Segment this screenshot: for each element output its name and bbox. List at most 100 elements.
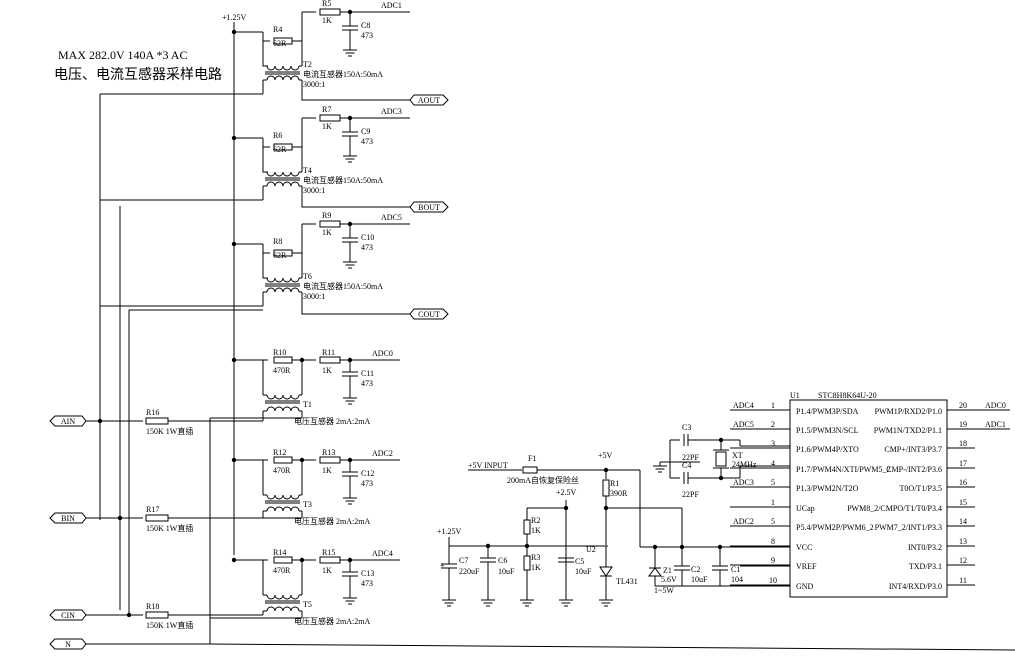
input-resistor (145, 514, 169, 522)
resistor-value: 390R (610, 489, 628, 498)
resistor-ref: R4 (273, 25, 282, 34)
port-ain: AIN (61, 417, 75, 426)
port-ain-shape (49, 415, 87, 427)
port-cin-shape (49, 609, 87, 621)
diode-ref: Z1 (663, 566, 672, 575)
capacitor-value: 22PF (682, 453, 699, 462)
pin-number: 8 (771, 537, 775, 546)
resistor-value: 1K (322, 366, 332, 375)
wire (301, 200, 410, 208)
pin-name: PWM1N/TXD2/P1.1 (874, 426, 942, 435)
burden-resistor (273, 556, 293, 564)
spec-note: MAX 282.0V 140A *3 AC (58, 48, 188, 62)
pin-number: 10 (769, 576, 777, 585)
series-resistor (319, 356, 341, 364)
capacitor-ref: C8 (361, 21, 370, 30)
pin-name: VCC (796, 543, 812, 552)
pin-number: 18 (959, 439, 967, 448)
junction-dot (718, 475, 724, 481)
transformer-primary (266, 506, 300, 512)
pin-number: 1 (771, 498, 775, 507)
resistor-value: 62R (273, 39, 287, 48)
pin-name: GND (796, 582, 814, 591)
capacitor-ref: C1 (731, 565, 740, 574)
resistor-value: 1K (322, 16, 332, 25)
resistor-ref: R12 (273, 448, 286, 457)
mcu-part: STC8H8K64U-20 (818, 391, 877, 400)
capacitor-value: 10uF (691, 575, 708, 584)
transformer-ref: T6 (303, 272, 312, 281)
pin-number: 5 (771, 517, 775, 526)
pin-name: VREF (796, 562, 817, 571)
resistor-ref: R1 (610, 479, 619, 488)
pin-number: 20 (959, 401, 967, 410)
transformer-desc: 电流互感器150A:50mA (303, 175, 383, 185)
pin-name: PWM1P/RXD2/P1.0 (875, 407, 942, 416)
transformer-ref: T4 (303, 166, 312, 175)
capacitor-value: 220uF (459, 567, 480, 576)
polarity-mark: + (440, 561, 445, 570)
resistor-value: 1K (322, 466, 332, 475)
pin-number: 12 (959, 556, 967, 565)
regulator-ref: U2 (586, 545, 596, 554)
transformer-secondary (266, 277, 300, 283)
capacitor-value: 473 (361, 137, 373, 146)
resistor-ref: R7 (322, 105, 331, 114)
capacitor-ref: C10 (361, 233, 374, 242)
capacitor-value: 10uF (498, 567, 515, 576)
resistor-ref: R18 (146, 602, 159, 611)
pin-name: INT4/RXD/P3.0 (889, 582, 942, 591)
capacitor-ref: C11 (361, 369, 374, 378)
resistor-value: 62R (273, 251, 287, 260)
transformer-primary (266, 606, 300, 612)
pin-net-label: ADC2 (733, 517, 754, 526)
resistor-ref: R14 (273, 548, 286, 557)
junction-dot (563, 505, 569, 511)
capacitor-ref: C13 (361, 569, 374, 578)
pin-net-label: ADC1 (985, 420, 1006, 429)
port-n: N (65, 640, 71, 649)
wire (301, 94, 410, 101)
port-cout: COUT (418, 310, 440, 319)
transformer-primary (266, 287, 300, 293)
pin-net-label: ADC3 (733, 478, 754, 487)
adc-net-label: ADC0 (372, 349, 393, 358)
resistor-ref: R6 (273, 131, 282, 140)
pin-name: P5.4/PWM2P/PWM6_2 (796, 523, 874, 532)
capacitor-ref: C6 (498, 556, 507, 565)
transformer-desc: 电压互感器 2mA:2mA (294, 516, 370, 526)
port-cin: CIN (61, 611, 75, 620)
resistor-r3 (523, 555, 531, 571)
capacitor-value: 22PF (682, 490, 699, 499)
diode-value: 5.6V (661, 575, 677, 584)
resistor-ref: R17 (146, 505, 159, 514)
adc-net-label: ADC1 (381, 1, 402, 10)
port-bin: BIN (61, 514, 75, 523)
pin-number: 1 (771, 401, 775, 410)
adc-net-label: ADC3 (381, 107, 402, 116)
capacitor-ref: C3 (682, 423, 691, 432)
fuse-ref: F1 (528, 454, 536, 463)
pin-number: 4 (771, 459, 775, 468)
mcu-ref: U1 (790, 391, 800, 400)
transformer-primary (266, 406, 300, 412)
junction-dot (117, 515, 123, 521)
pin-number: 13 (959, 537, 967, 546)
resistor-value: 1K (322, 122, 332, 131)
junction-dot (718, 437, 724, 443)
adc-net-label: ADC2 (372, 449, 393, 458)
pin-number: 5 (771, 478, 775, 487)
mcu-body (789, 399, 948, 598)
pin-number: 11 (959, 576, 967, 585)
resistor-value: 470R (273, 566, 291, 575)
capacitor-value: 104 (731, 575, 743, 584)
pin-number: 19 (959, 420, 967, 429)
resistor-ref: R9 (322, 211, 331, 220)
pin-number: 9 (771, 556, 775, 565)
supply-1v25-label: +1.25V (222, 13, 247, 22)
pin-net-label: ADC0 (985, 401, 1006, 410)
fuse (522, 466, 538, 474)
pin-name: P1.6/PWM4P/XTO (796, 445, 859, 454)
capacitor-value: 10uF (575, 567, 592, 576)
transformer-desc: 电压互感器 2mA:2mA (294, 616, 370, 626)
